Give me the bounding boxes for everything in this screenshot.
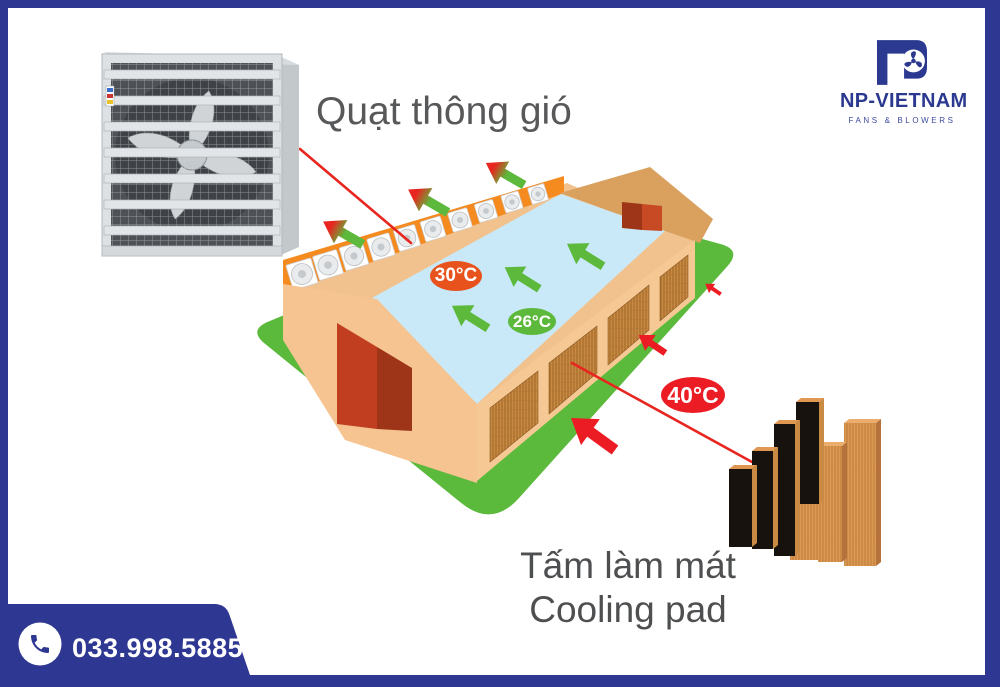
fan-callout-line xyxy=(298,147,413,245)
far-end-wall xyxy=(560,167,713,243)
brand-logo: NP-VIETNAM FANS & BLOWERS xyxy=(840,40,968,125)
logo-mark-icon xyxy=(877,40,927,85)
wall-cooling-pads xyxy=(489,254,689,463)
cooling-pad-wall xyxy=(477,240,695,481)
fan-label-sticker xyxy=(105,85,115,107)
frame-border-right xyxy=(985,0,1000,687)
cooling-pad-label: Tấm làm mát Cooling pad xyxy=(495,544,761,633)
temp-badge-40c: 40°C xyxy=(661,377,725,413)
fan-louvers xyxy=(103,69,281,236)
far-door xyxy=(622,202,662,231)
phone-handset-icon xyxy=(31,635,49,653)
building-illustration xyxy=(283,167,713,483)
temp-badge-30c: 30°C xyxy=(430,261,482,291)
cooling-pad-label-en: Cooling pad xyxy=(529,589,727,631)
brand-name: NP-VIETNAM xyxy=(840,90,968,112)
frame-border-left xyxy=(0,0,8,687)
brand-tagline: FANS & BLOWERS xyxy=(848,116,956,125)
interior-floor xyxy=(372,194,665,404)
cooling-pad-photo xyxy=(729,398,881,566)
exhaust-fan-photo xyxy=(101,52,299,257)
callout-lines xyxy=(298,147,754,464)
phone-number: 033.998.5885 xyxy=(72,633,244,663)
cooling-pad-label-vi: Tấm làm mát xyxy=(520,545,736,586)
phone-contact-badge: 033.998.5885 xyxy=(8,604,250,675)
pad-callout-line xyxy=(570,361,754,464)
fan-blades-icon xyxy=(904,51,922,68)
frame-border-bottom xyxy=(0,675,1000,687)
fan-label: Quạt thông gió xyxy=(316,90,572,133)
near-doors xyxy=(337,323,412,431)
phone-badge-background xyxy=(8,604,250,675)
black-faced-pads xyxy=(729,398,824,556)
temp-badge-26c: 26°C xyxy=(508,308,556,335)
frame-border-top xyxy=(0,0,1000,8)
near-end-wall xyxy=(283,284,477,483)
